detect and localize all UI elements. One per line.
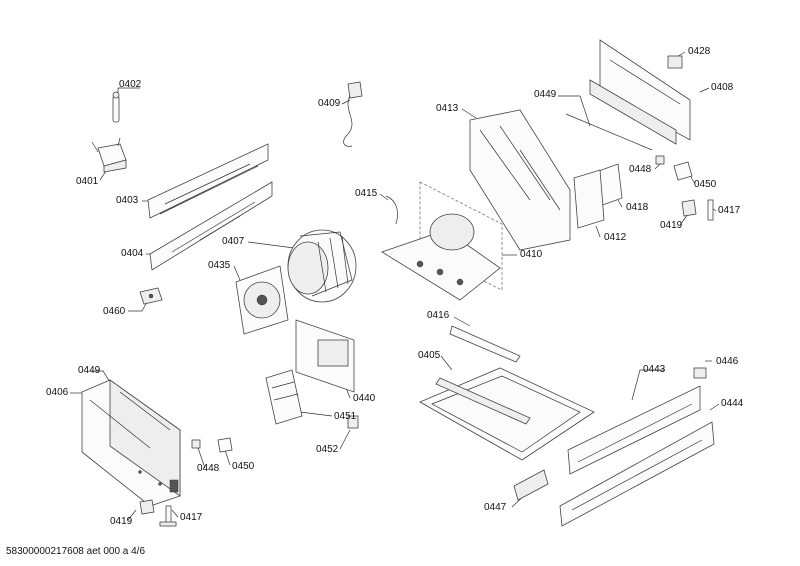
part-0447-bracket [513,469,549,501]
part-0444-grill [559,421,715,527]
part-0419-0417-right [681,199,714,221]
callout-0444: 0444 [721,398,744,409]
part-0404-panel [149,181,273,271]
callout-0451: 0451 [334,411,357,422]
callout-0418: 0418 [626,202,649,213]
callout-0417-left: 0417 [180,512,203,523]
part-0443-grill [567,385,701,475]
part-0440-board [295,319,355,393]
part-0419-0417-left [139,499,177,527]
part-0413-back-panel [469,109,571,251]
part-0428-module [667,55,683,69]
callout-0402: 0402 [119,79,142,90]
callout-0403: 0403 [116,195,139,206]
part-0448-0450-connector-right [655,155,693,181]
part-0412-panel [573,169,605,229]
part-0406-housing [81,379,181,507]
part-0446-cap [693,367,707,379]
part-0416-strip [449,325,521,363]
callout-0409: 0409 [318,98,341,109]
part-0401-motor [91,137,127,173]
part-0409-cable [343,81,363,147]
callout-0446: 0446 [716,356,739,367]
callout-0428: 0428 [688,46,711,57]
drawing-reference-footer: 58300000217608 aet 000 a 4/6 [6,546,146,557]
part-0460-clip [139,287,163,305]
callout-0448-left: 0448 [197,463,220,474]
part-0407-fan-coil [287,229,357,303]
callout-0408: 0408 [711,82,734,93]
part-0403-panel [147,143,269,219]
callout-0404: 0404 [121,248,144,259]
callout-0448-right: 0448 [629,164,652,175]
callout-0449-right: 0449 [534,89,557,100]
callout-0410: 0410 [520,249,543,260]
callout-0407: 0407 [222,236,245,247]
callout-0443: 0443 [643,364,666,375]
callout-0450-left: 0450 [232,461,255,472]
part-0410-compressor [381,181,503,301]
callout-0413: 0413 [436,103,459,114]
callout-0412: 0412 [604,232,627,243]
part-0402-sensor [112,91,120,123]
callout-0449-left: 0449 [78,365,101,376]
part-0435-fan [235,265,289,335]
callout-0415: 0415 [355,188,378,199]
callout-0419-left: 0419 [110,516,133,527]
part-0415-tube [385,195,398,225]
part-0449-rod-right [565,113,653,151]
callout-0417-right: 0417 [718,205,741,216]
callout-0450-right: 0450 [694,179,717,190]
part-0405-tray [419,367,595,461]
callout-0406: 0406 [46,387,69,398]
part-0408-housing [589,39,691,145]
callout-0401: 0401 [76,176,99,187]
callout-0452: 0452 [316,444,339,455]
leader-lines [70,51,720,521]
callout-0447: 0447 [484,502,507,513]
part-0451-module [265,369,303,425]
callout-0435: 0435 [208,260,231,271]
callout-0419-right: 0419 [660,220,683,231]
callout-0460: 0460 [103,306,126,317]
callout-0440: 0440 [353,393,376,404]
callout-0405: 0405 [418,350,441,361]
part-0452-block [347,415,359,429]
part-0448-0450-connector-left [191,437,233,453]
callout-0416: 0416 [427,310,450,321]
